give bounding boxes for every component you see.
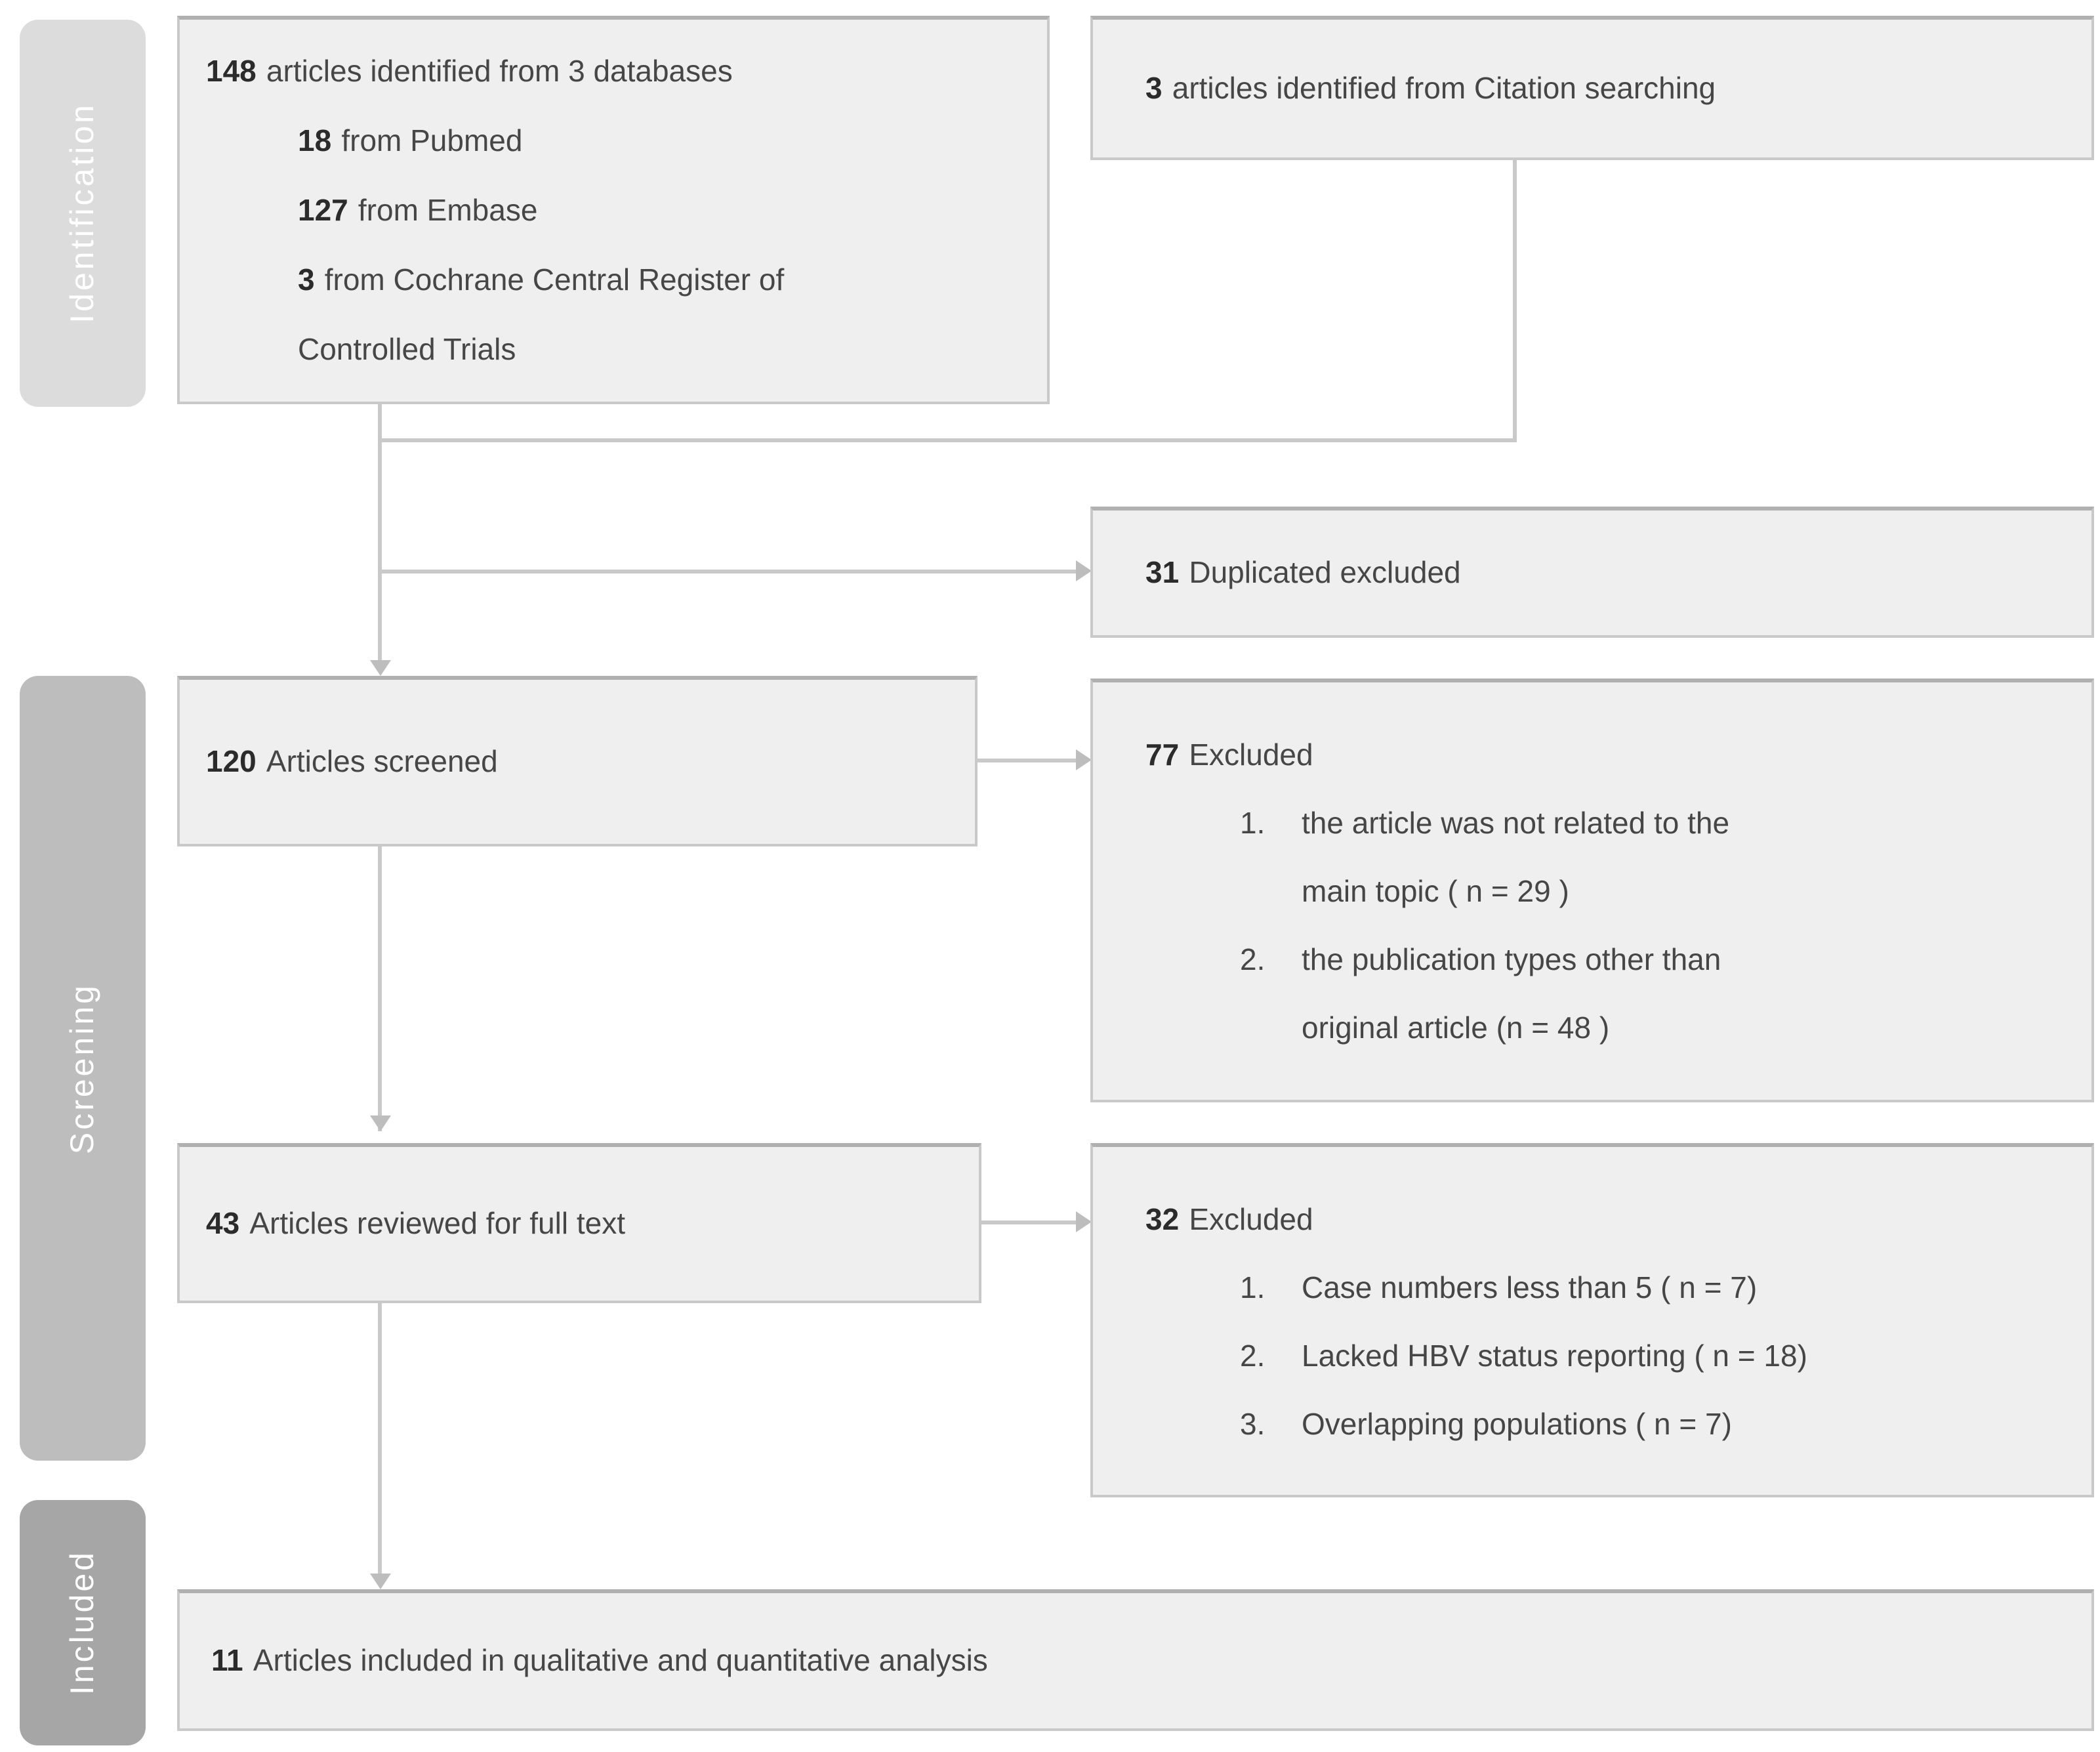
- connector-screened-to-excluded: [978, 759, 1079, 762]
- identified-line-total: 148 articles identified from 3 databases: [206, 37, 1047, 106]
- item-text-line1: the publication types other than: [1302, 942, 1721, 976]
- arrowhead-into-fulltext-icon: [370, 1116, 391, 1131]
- pubmed-count: 18: [298, 123, 332, 157]
- connector-identified-to-screened: [378, 404, 382, 664]
- box-duplicates-excluded: 31 Duplicated excluded: [1090, 507, 2094, 638]
- identified-line-pubmed: 18 from Pubmed: [206, 106, 1047, 176]
- item-marker: 2.: [1240, 1338, 1266, 1372]
- item-text-line2: original article (n = 48 ): [1302, 1011, 1610, 1045]
- connector-to-duplicates: [381, 570, 1079, 574]
- identified-line-cochrane: 3 from Cochrane Central Register of: [206, 245, 1047, 315]
- excluded-fulltext-count: 32: [1145, 1201, 1180, 1236]
- item-text-line1: the article was not related to the: [1302, 806, 1730, 840]
- excluded-fulltext-item-3: 3. Overlapping populations ( n = 7): [1145, 1389, 2091, 1457]
- item-text: the publication types other than origina…: [1302, 925, 1721, 1062]
- excluded-screening-heading: 77 Excluded: [1145, 720, 2091, 789]
- item-text-line1: Overlapping populations ( n = 7): [1302, 1406, 1732, 1440]
- box-excluded-fulltext: 32 Excluded 1. Case numbers less than 5 (…: [1090, 1143, 2094, 1497]
- item-marker: 1.: [1240, 806, 1266, 840]
- excluded-fulltext-text: Excluded: [1189, 1201, 1313, 1236]
- arrowhead-into-excluded-fulltext-icon: [1076, 1211, 1092, 1232]
- cochrane-wrap-text: Controlled Trials: [298, 332, 516, 366]
- fulltext-text: Articles reviewed for full text: [249, 1206, 625, 1240]
- item-text-line1: Lacked HBV status reporting ( n = 18): [1302, 1338, 1807, 1372]
- fulltext-line: 43 Articles reviewed for full text: [206, 1189, 979, 1259]
- included-text: Articles included in qualitative and qua…: [253, 1643, 988, 1677]
- arrowhead-into-screened-icon: [370, 660, 391, 676]
- identified-total-text: articles identified from 3 databases: [266, 54, 733, 88]
- citation-line: 3 articles identified from Citation searc…: [1145, 54, 2091, 123]
- excluded-fulltext-item-1: 1. Case numbers less than 5 ( n = 7): [1145, 1253, 2091, 1321]
- item-text-line1: Case numbers less than 5 ( n = 7): [1302, 1270, 1758, 1304]
- box-excluded-screening: 77 Excluded 1. the article was not relate…: [1090, 678, 2094, 1102]
- identified-line-embase: 127 from Embase: [206, 176, 1047, 245]
- cochrane-text: from Cochrane Central Register of: [324, 262, 785, 297]
- item-text: Lacked HBV status reporting ( n = 18): [1302, 1321, 1807, 1389]
- box-included-analysis: 11 Articles included in qualitative and q…: [177, 1589, 2094, 1731]
- screened-count: 120: [206, 744, 257, 778]
- duplicates-text: Duplicated excluded: [1189, 555, 1461, 589]
- embase-count: 127: [298, 193, 348, 227]
- box-citation-searching: 3 articles identified from Citation searc…: [1090, 16, 2094, 160]
- connector-fulltext-to-included: [378, 1303, 382, 1577]
- item-marker: 1.: [1240, 1270, 1266, 1304]
- identified-line-cochrane-wrap: Controlled Trials: [206, 315, 1047, 385]
- connector-screened-to-fulltext: [378, 846, 382, 1131]
- stage-rail-included: Included: [20, 1500, 146, 1745]
- item-text: Overlapping populations ( n = 7): [1302, 1389, 1732, 1457]
- stage-label-identification: Identification: [64, 102, 100, 324]
- embase-text: from Embase: [358, 193, 538, 227]
- duplicates-count: 31: [1145, 555, 1180, 589]
- item-text: Case numbers less than 5 ( n = 7): [1302, 1253, 1757, 1321]
- citation-text: articles identified from Citation search…: [1172, 71, 1716, 105]
- excluded-screening-count: 77: [1145, 738, 1180, 772]
- connector-citation-join: [381, 438, 1517, 442]
- item-marker: 3.: [1240, 1406, 1266, 1440]
- stage-label-screening: Screening: [64, 982, 100, 1154]
- stage-rail-screening: Screening: [20, 676, 146, 1461]
- connector-fulltext-to-excluded: [981, 1220, 1079, 1224]
- excluded-screening-text: Excluded: [1189, 738, 1313, 772]
- screened-text: Articles screened: [266, 744, 498, 778]
- excluded-screening-item-2: 2. the publication types other than orig…: [1145, 925, 2091, 1062]
- arrowhead-into-duplicates-icon: [1076, 560, 1092, 581]
- fulltext-count: 43: [206, 1206, 240, 1240]
- pubmed-text: from Pubmed: [341, 123, 523, 157]
- duplicates-line: 31 Duplicated excluded: [1145, 538, 2091, 608]
- item-marker: 2.: [1240, 942, 1266, 976]
- item-text-line2: main topic ( n = 29 ): [1302, 874, 1569, 908]
- arrowhead-into-included-icon: [370, 1574, 391, 1589]
- box-articles-screened: 120 Articles screened: [177, 676, 978, 846]
- stage-label-included: Included: [64, 1550, 100, 1696]
- citation-count: 3: [1145, 71, 1163, 105]
- included-count: 11: [211, 1643, 243, 1677]
- identified-total-count: 148: [206, 54, 257, 88]
- connector-citation-down: [1513, 160, 1517, 440]
- screened-line: 120 Articles screened: [206, 727, 975, 797]
- excluded-fulltext-item-2: 2. Lacked HBV status reporting ( n = 18): [1145, 1321, 2091, 1389]
- excluded-screening-item-1: 1. the article was not related to the ma…: [1145, 789, 2091, 925]
- arrowhead-into-excluded-screening-icon: [1076, 749, 1092, 770]
- item-text: the article was not related to the main …: [1302, 789, 1729, 925]
- box-fulltext-review: 43 Articles reviewed for full text: [177, 1143, 981, 1303]
- included-line: 11 Articles included in qualitative and q…: [211, 1626, 2091, 1696]
- cochrane-count: 3: [298, 262, 315, 297]
- stage-rail-identification: Identification: [20, 20, 146, 407]
- excluded-fulltext-heading: 32 Excluded: [1145, 1184, 2091, 1253]
